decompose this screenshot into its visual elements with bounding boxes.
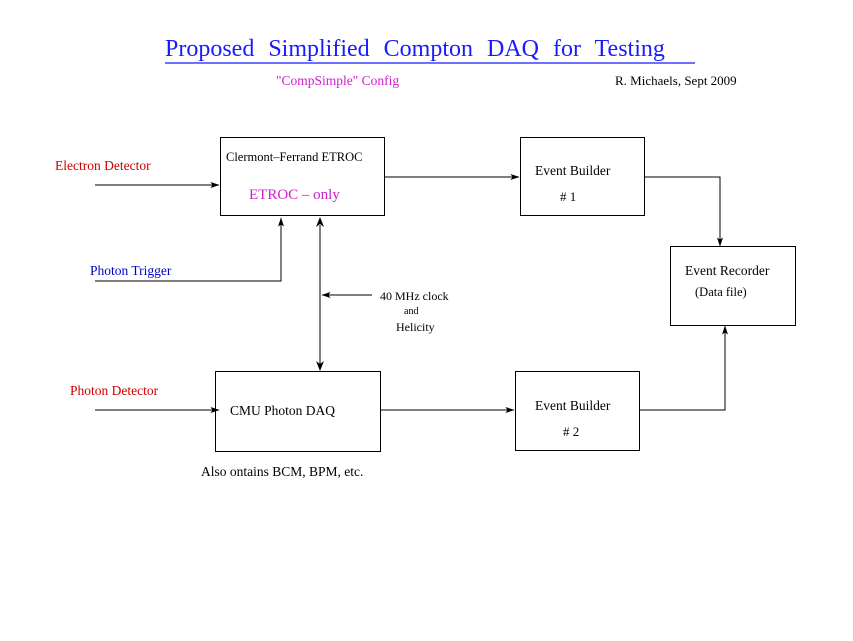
photon-trigger-label: Photon Trigger <box>90 263 172 278</box>
etroc-cmu-arrow-up <box>316 217 324 227</box>
clock-label: 40 MHz clock <box>380 289 449 303</box>
event-builder-2-number: # 2 <box>563 424 580 439</box>
etroc-cmu-arrow-down <box>316 361 324 371</box>
clock-and-label: and <box>404 306 419 317</box>
photon-detector-label: Photon Detector <box>70 383 159 398</box>
cmu-photon-daq-label: CMU Photon DAQ <box>230 403 336 418</box>
page-title: Proposed Simplified Compton DAQ for Test… <box>165 36 665 62</box>
helicity-label: Helicity <box>396 320 435 334</box>
cmu-note: Also ontains BCM, BPM, etc. <box>201 464 364 479</box>
author-date: R. Michaels, Sept 2009 <box>615 73 737 88</box>
cmu-photon-daq-box <box>215 371 381 452</box>
eb2-to-recorder-arrow <box>640 325 728 411</box>
eb1-to-recorder-arrow <box>645 176 723 247</box>
data-file-label: (Data file) <box>695 285 747 299</box>
event-recorder-label: Event Recorder <box>685 263 770 278</box>
event-recorder-box <box>670 246 796 326</box>
electron-detector-label: Electron Detector <box>55 158 151 173</box>
event-builder-1-number: # 1 <box>560 189 577 204</box>
etroc-mode-label: ETROC – only <box>249 187 340 203</box>
event-builder-1-box <box>520 137 645 216</box>
event-builder-2-box <box>515 371 640 451</box>
event-builder-1-label: Event Builder <box>535 163 611 178</box>
config-subtitle: "CompSimple" Config <box>276 73 400 88</box>
etroc-box <box>220 137 385 216</box>
photon-trigger-arrow <box>95 217 284 282</box>
event-builder-2-label: Event Builder <box>535 398 611 413</box>
etroc-title: Clermont–Ferrand ETROC <box>226 150 363 164</box>
